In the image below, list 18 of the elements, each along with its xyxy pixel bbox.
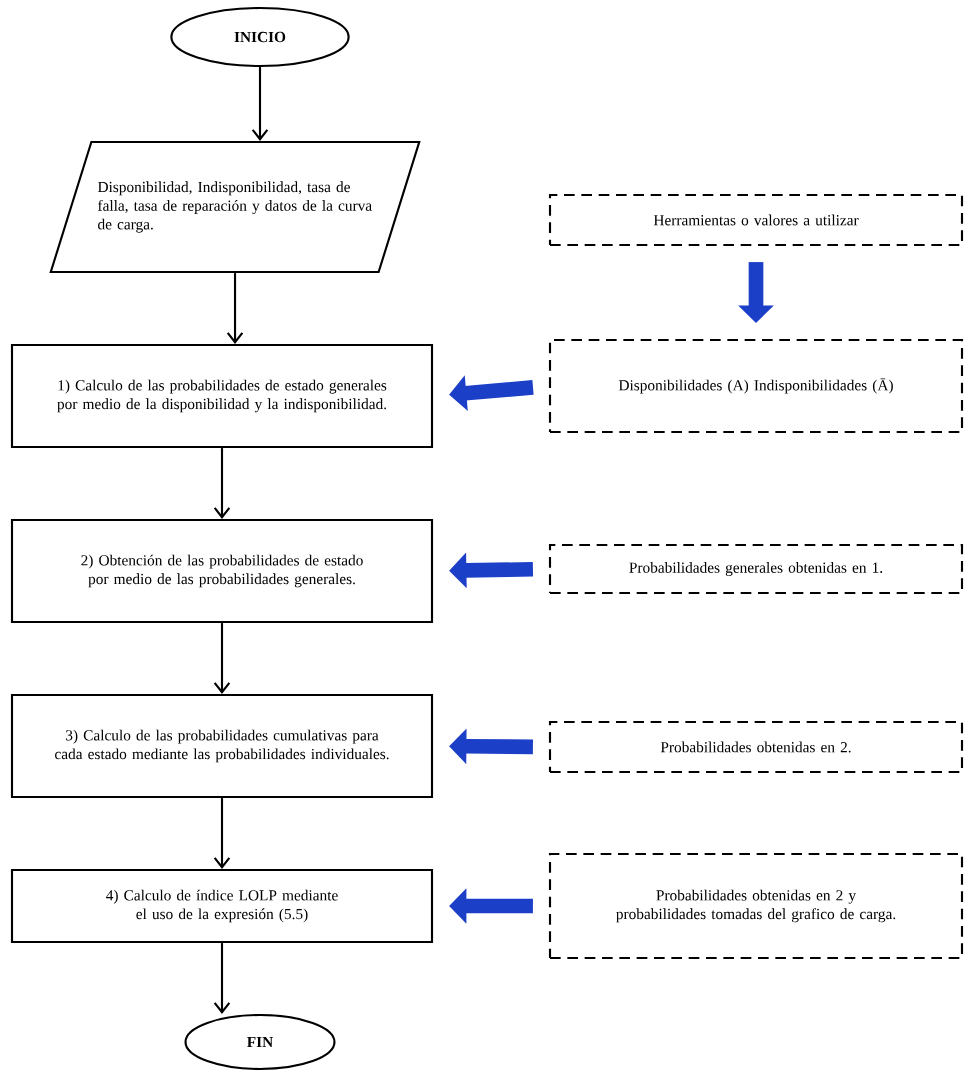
process-box: 4) Calculo de índice LOLP mediante el uso de la expresión (5.5) bbox=[10, 868, 434, 944]
process-box: 3) Calculo de las probabilidades cumulativas para cada estado mediante las probabilidades individuales. bbox=[10, 693, 434, 799]
arrow bbox=[213, 943, 231, 1014]
end-oval: FIN bbox=[184, 1013, 336, 1071]
process-box: 2) Obtención de las probabilidades de estado por medio de las probabilidades generales. bbox=[10, 518, 434, 624]
dashed-box: Probabilidades generales obtenidas en 1. bbox=[548, 543, 964, 595]
dashed-box: Probabilidades obtenidas en 2 y probabilidades tomadas del grafico de carga. bbox=[548, 852, 964, 960]
arrow bbox=[213, 448, 231, 519]
start-oval: INICIO bbox=[170, 6, 350, 68]
input-parallelogram: Disponibilidad, Indisponibilidad, tasa de falla, tasa de reparación y datos de la curva de carga. bbox=[49, 140, 421, 274]
dashed-box: Probabilidades obtenidas en 2. bbox=[548, 720, 964, 774]
process-box: 1) Calculo de las probabilidades de estado generales por medio de la disponibilidad y la indisponibilidad. bbox=[10, 343, 434, 449]
arrow bbox=[251, 67, 269, 141]
arrow bbox=[213, 798, 231, 869]
dashed-box: Herramientas o valores a utilizar bbox=[548, 193, 964, 247]
arrow bbox=[213, 623, 231, 694]
dashed-box: Disponibilidades (A) Indisponibilidades (Ā) bbox=[548, 338, 964, 434]
arrow bbox=[226, 273, 244, 344]
